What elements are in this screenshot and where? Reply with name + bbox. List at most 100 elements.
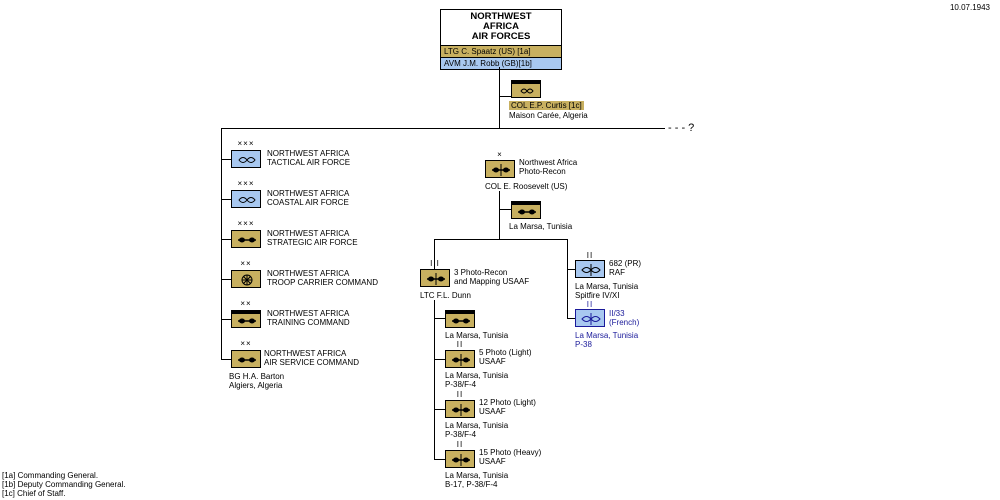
footnote: [1b] Deputy Commanding General. [2, 480, 126, 489]
unit-label: NORTHWEST AFRICA [267, 269, 350, 278]
connector-line [499, 67, 500, 128]
unit-label: Photo-Recon [519, 167, 566, 176]
connector-line [434, 409, 445, 410]
unit-symbol-photo-recon-hq [511, 201, 541, 219]
squadron-location: La Marsa, Tunisia [575, 282, 639, 291]
unit-symbol-air-service [231, 350, 261, 368]
connector-line [221, 359, 231, 360]
echelon-marker: ×× [240, 299, 252, 308]
echelon-marker: II [586, 251, 594, 260]
unit-label: NORTHWEST AFRICA [267, 189, 350, 198]
bomber-icon [238, 357, 256, 363]
squadron-symbol-raf [575, 260, 605, 278]
unit-commander: BG H.A. Barton [229, 372, 285, 381]
squadron-name: 682 (PR) [609, 259, 642, 268]
staff-name: COL E.P. Curtis [1c] [509, 101, 584, 110]
echelon-marker: II [456, 390, 464, 399]
echelon-marker: ×× [240, 259, 252, 268]
squadron-location: La Marsa, Tunisia [445, 371, 509, 380]
wings-icon [520, 88, 534, 94]
unit-label: TRAINING COMMAND [267, 318, 350, 327]
connector-line [499, 191, 500, 239]
hq-title: NORTHWEST AFRICA AIR FORCES [441, 10, 561, 45]
hq-commander: LTG C. Spaatz (US) [1a] [441, 45, 561, 57]
squadron-service: USAAF [479, 407, 506, 416]
unit-label: NORTHWEST AFRICA [267, 309, 350, 318]
squadron-location: La Marsa, Tunisia [445, 421, 509, 430]
squadron-service: USAAF [479, 357, 506, 366]
unknown-marker: - - - ? [668, 122, 695, 134]
unit-label: NORTHWEST AFRICA [267, 149, 350, 158]
connector-line [221, 128, 665, 129]
unit-symbol-group3 [420, 269, 450, 287]
connector-line [567, 269, 575, 270]
camera-plane-icon [452, 454, 470, 466]
unit-symbol-photo-recon [485, 160, 515, 178]
connector-line [499, 209, 511, 210]
squadron-symbol-french [575, 309, 605, 327]
unit-location: La Marsa, Tunisia [509, 222, 573, 231]
squadron-symbol [445, 350, 475, 368]
unit-label: and Mapping USAAF [454, 277, 530, 286]
squadron-service: USAAF [479, 457, 506, 466]
unit-symbol-coastal [231, 190, 261, 208]
date-label: 10.07.1943 [949, 3, 990, 12]
squadron-symbol [445, 450, 475, 468]
hq-deputy: AVM J.M. Robb (GB)[1b] [441, 57, 561, 69]
connector-line [221, 279, 231, 280]
echelon-marker: ××× [237, 219, 255, 228]
hq-title-line: AIR FORCES [471, 31, 531, 42]
echelon-marker: ××× [237, 139, 255, 148]
unit-symbol-group3-hq [445, 310, 475, 328]
connector-line [567, 239, 568, 318]
unit-symbol-strategic [231, 230, 261, 248]
camera-plane-icon [492, 164, 510, 176]
connector-line [499, 96, 511, 97]
connector-line [434, 239, 568, 240]
connector-line [567, 318, 575, 319]
unit-label: AIR SERVICE COMMAND [264, 358, 359, 367]
footnote: [1c] Chief of Staff. [2, 489, 66, 498]
echelon-marker: III [430, 259, 440, 268]
hq-box: NORTHWEST AFRICA AIR FORCES LTG C. Spaat… [440, 9, 562, 70]
echelon-marker: II [456, 340, 464, 349]
unit-symbol-troop-carrier [231, 270, 261, 288]
squadron-name: 5 Photo (Light) [479, 348, 532, 357]
connector-line [434, 359, 445, 360]
unit-label: 3 Photo-Recon [454, 268, 508, 277]
echelon-marker: ××× [237, 179, 255, 188]
staff-symbol [511, 80, 541, 98]
propeller-icon [241, 274, 253, 286]
squadron-service: (French) [609, 318, 640, 327]
echelon-marker: II [586, 300, 594, 309]
bomber-icon [238, 318, 256, 324]
connector-line [434, 239, 435, 269]
unit-label: STRATEGIC AIR FORCE [267, 238, 358, 247]
wings-icon [238, 197, 256, 203]
unit-location: La Marsa, Tunisia [445, 331, 509, 340]
unit-commander: LTC F.L. Dunn [420, 291, 471, 300]
camera-plane-icon [581, 264, 601, 276]
squadron-aircraft: Spitfire IV/XI [575, 291, 620, 300]
unit-label: NORTHWEST AFRICA [264, 349, 347, 358]
unit-commander: COL E. Roosevelt (US) [485, 182, 568, 191]
echelon-marker: × [497, 150, 503, 159]
squadron-aircraft: P-38/F-4 [445, 380, 477, 389]
squadron-name: 15 Photo (Heavy) [479, 448, 542, 457]
squadron-service: RAF [609, 268, 625, 277]
connector-line [221, 319, 231, 320]
unit-label: Northwest Africa [519, 158, 578, 167]
camera-plane-icon [427, 273, 445, 285]
unit-symbol-tactical [231, 150, 261, 168]
echelon-marker: ×× [240, 339, 252, 348]
connector-line [434, 300, 435, 460]
bomber-icon [452, 318, 470, 324]
squadron-aircraft: B-17, P-38/F-4 [445, 480, 498, 489]
squadron-name: II/33 [609, 309, 625, 318]
unit-label: COASTAL AIR FORCE [267, 198, 349, 207]
connector-line [434, 318, 445, 319]
unit-label: TROOP CARRIER COMMAND [267, 278, 378, 287]
bomber-icon [518, 209, 536, 215]
unit-label: TACTICAL AIR FORCE [267, 158, 351, 167]
squadron-name: 12 Photo (Light) [479, 398, 536, 407]
